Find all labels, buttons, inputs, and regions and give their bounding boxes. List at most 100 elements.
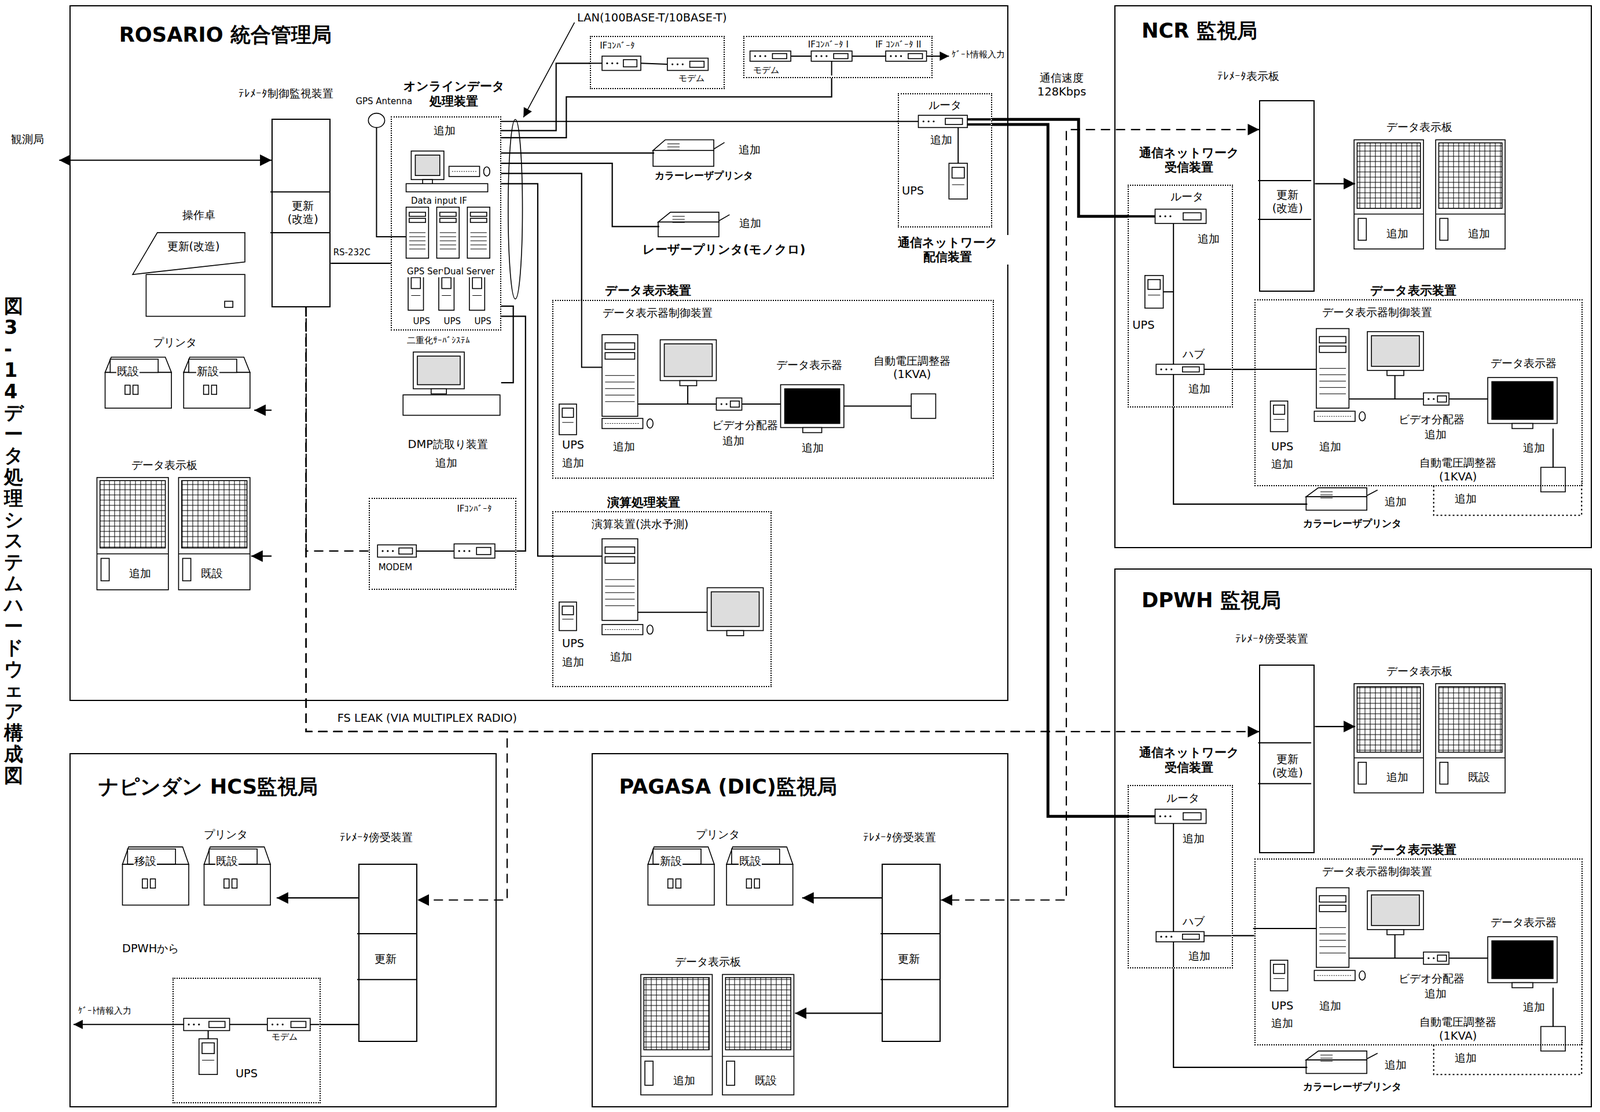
monitor-stand: [727, 630, 744, 636]
node-text: 二重化ｻｰﾊﾞｼｽﾃﾑ: [406, 335, 471, 347]
ups-unit: [948, 163, 968, 200]
connector: [501, 120, 899, 123]
keyboard-keys: [1317, 975, 1353, 976]
wire: [207, 1030, 209, 1039]
lan-bundle: [508, 119, 523, 299]
drive-bay: [604, 556, 635, 564]
network-device: [716, 397, 742, 410]
node-text: データ表示装置: [604, 283, 692, 298]
pc-tower: [467, 207, 490, 259]
node-text: モデム: [752, 65, 780, 76]
monitor: [410, 151, 444, 180]
wire: [831, 61, 833, 76]
node-text: 移設: [133, 854, 157, 868]
node-text: ビデオ分配器: [1397, 971, 1466, 986]
vent-line: [604, 592, 635, 593]
node-text: 既設: [738, 854, 762, 868]
telemeter-cabinet: ﾃﾚﾒｰﾀ表示板更新 (改造): [1259, 100, 1315, 292]
node-text: ハブ: [1182, 347, 1206, 361]
connector: [306, 307, 369, 552]
connector: [501, 316, 526, 551]
equipment-group: IFｺﾝﾊﾞｰﾀMODEM: [368, 497, 517, 590]
monitor-screen: [1491, 381, 1554, 420]
vent-line: [1319, 380, 1346, 382]
vent-line: [470, 248, 487, 250]
node-text: カラーレーザプリンタ: [1302, 1080, 1403, 1093]
cabinet-divider: [270, 191, 330, 193]
equipment-group: 通信ネットワーク 受信装置ルータ追加UPSハブ追加: [1127, 184, 1233, 407]
connector-label: RS-232C: [332, 247, 372, 259]
wire: [957, 127, 959, 164]
network-device: [885, 50, 927, 62]
node-text: 追加: [738, 216, 762, 230]
node-text: 更新 (改造): [279, 199, 328, 227]
equipment-item: DMP読取り装置追加: [398, 350, 501, 473]
node-text: DPWH 監視局: [1140, 588, 1282, 613]
node-text: UPS: [412, 316, 431, 328]
drive-bay: [470, 212, 487, 217]
device-led: [1170, 936, 1173, 938]
printer-slot: [1320, 1054, 1333, 1056]
connector: [501, 183, 553, 556]
printer-slot: [667, 143, 680, 145]
equipment-group: モデムUPS: [172, 977, 321, 1104]
laser-printer-top: [1305, 1051, 1367, 1061]
monitor-stand: [1512, 423, 1533, 429]
device-led: [276, 1023, 279, 1026]
cabinet-panel: [101, 558, 110, 582]
wire: [1552, 987, 1554, 1027]
node-text: カラーレーザプリンタ: [1302, 517, 1403, 530]
node-text: 追加: [929, 133, 953, 147]
vent-line: [439, 240, 457, 242]
node-text: ルータ: [1169, 189, 1205, 204]
device-led: [676, 63, 679, 65]
node-text: 新設: [659, 854, 683, 868]
device-led: [1159, 815, 1162, 818]
vent-line: [409, 240, 426, 242]
node-text: ROSARIO 統合管理局: [118, 22, 333, 47]
device-port: [1182, 934, 1200, 940]
line-printer-body: [122, 864, 190, 905]
keyboard-keys: [604, 629, 640, 630]
connector: [501, 78, 832, 138]
node-text: ルータ: [1165, 791, 1200, 805]
node-text: ﾃﾚﾒｰﾀ表示板: [1216, 69, 1280, 83]
display-board-grid: [1438, 142, 1502, 209]
vent-line: [1319, 940, 1346, 941]
connector-label: 通信速度 128Kbps: [1026, 71, 1097, 99]
vent-line: [409, 236, 426, 237]
monitor: [1367, 331, 1424, 371]
display-board-cabinet: [1435, 683, 1506, 794]
connector: [501, 163, 660, 227]
node-text: 追加: [432, 123, 457, 138]
cabinet-panel: [1358, 218, 1367, 241]
equipment-group: 通信ネットワーク 受信装置ルータ追加ハブ追加: [1127, 784, 1233, 969]
connector: [251, 555, 272, 557]
monitor-stand: [1386, 370, 1404, 376]
node-text: IFｺﾝﾊﾞｰﾀ: [599, 41, 636, 52]
cabinet-divider: [722, 1055, 794, 1057]
node-text: 既設: [215, 854, 239, 868]
connector: [1232, 934, 1255, 937]
node-text: 追加: [434, 456, 458, 470]
display-board-grid: [181, 480, 248, 548]
paper-tray: [718, 214, 730, 222]
node-text: ナピンダン HCS監視局: [97, 774, 319, 799]
vent-line: [604, 605, 635, 607]
printer-door: [232, 878, 238, 888]
vent-line: [1319, 952, 1346, 954]
wire: [1552, 428, 1554, 468]
node-text: UPS: [1131, 318, 1155, 332]
wire: [1394, 934, 1396, 959]
ups-line: [1147, 294, 1161, 296]
wire: [229, 1024, 268, 1026]
vent-line: [604, 599, 635, 600]
connector: [306, 129, 1260, 732]
wire: [1163, 291, 1174, 293]
equipment-item: データ表示板追加既設: [641, 975, 795, 1096]
node-text: ﾃﾚﾒｰﾀ傍受装置: [862, 830, 937, 844]
vent-line: [1319, 387, 1346, 388]
drive-bay: [1319, 346, 1346, 353]
device-led: [820, 54, 822, 57]
